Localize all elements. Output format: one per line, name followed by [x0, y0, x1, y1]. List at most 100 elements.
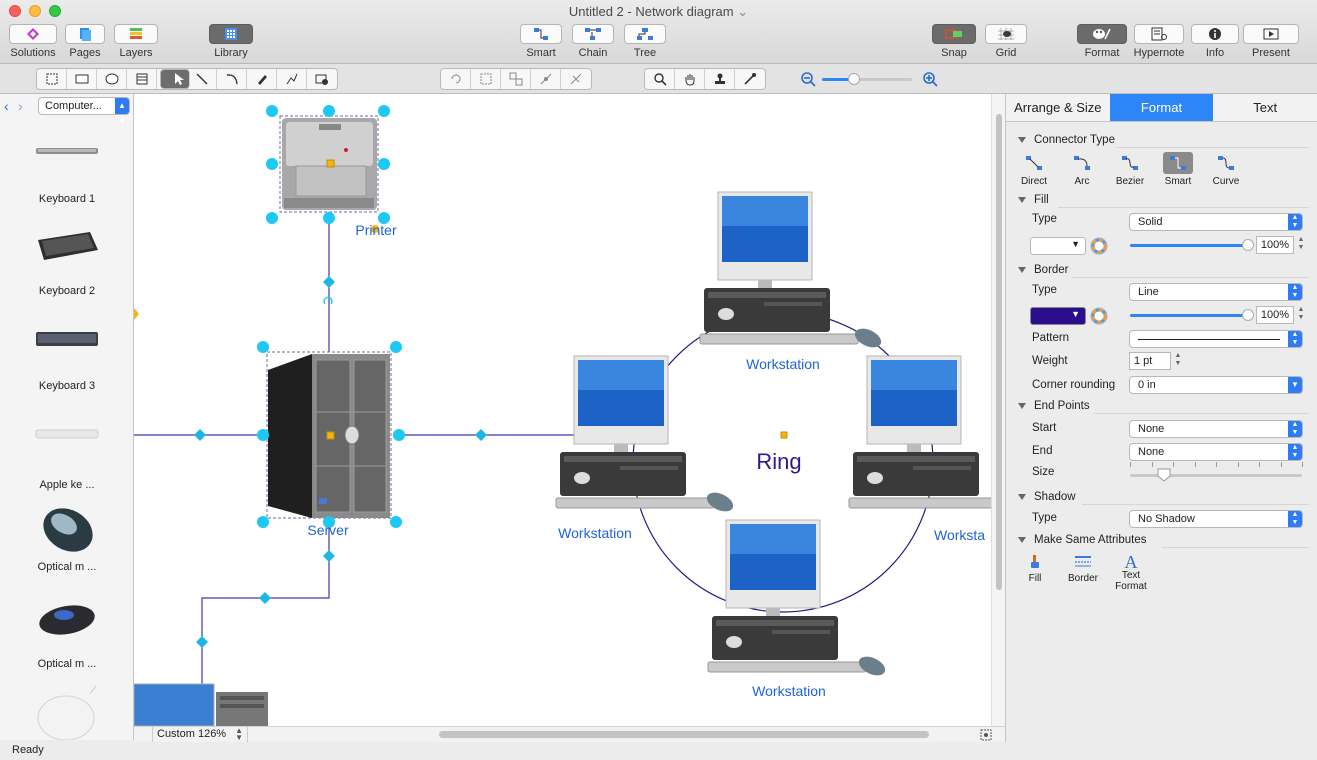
- border-section[interactable]: Border: [1018, 264, 1069, 276]
- layers-button[interactable]: Layers: [113, 24, 159, 62]
- text-box-tool[interactable]: [37, 69, 67, 89]
- library-item-keyboard-2[interactable]: Keyboard 2: [0, 226, 134, 297]
- connector-control-point[interactable]: [259, 592, 271, 604]
- server-computer-connector[interactable]: [202, 520, 329, 688]
- color-wheel-icon[interactable]: [1090, 237, 1108, 255]
- resize-handle[interactable]: [393, 429, 405, 441]
- select-tool[interactable]: [160, 69, 190, 89]
- zoom-tool[interactable]: [645, 69, 675, 89]
- workstation-right[interactable]: [849, 356, 991, 515]
- line-tool[interactable]: [187, 69, 217, 89]
- make-same-attributes-section[interactable]: Make Same Attributes: [1018, 534, 1147, 546]
- make-same-fill-button[interactable]: Fill: [1010, 554, 1060, 584]
- back-chevron-icon[interactable]: ‹: [4, 98, 18, 114]
- ellipse-tool[interactable]: [97, 69, 127, 89]
- diagram-canvas[interactable]: Printer Server Ring Workstation Workstat…: [134, 94, 991, 726]
- connector-control-point[interactable]: [194, 429, 206, 441]
- end-points-section[interactable]: End Points: [1018, 400, 1090, 412]
- connector-bezier-option[interactable]: Bezier: [1106, 152, 1154, 187]
- border-weight-stepper[interactable]: ▲▼: [1173, 352, 1183, 370]
- shadow-section[interactable]: Shadow: [1018, 491, 1076, 503]
- workstation-bottom-label[interactable]: Workstation: [739, 683, 839, 699]
- resize-handle[interactable]: [257, 516, 269, 528]
- pan-tool[interactable]: [675, 69, 705, 89]
- resize-handle[interactable]: [390, 516, 402, 528]
- resize-handle[interactable]: [266, 158, 278, 170]
- rotate-handle-icon[interactable]: [324, 297, 332, 304]
- resize-handle[interactable]: [378, 105, 390, 117]
- rotate-tool[interactable]: [441, 69, 471, 89]
- add-point-tool[interactable]: [531, 69, 561, 89]
- vertical-scroll-thumb[interactable]: [996, 114, 1002, 590]
- resize-handle[interactable]: [323, 212, 335, 224]
- connector-direct-option[interactable]: Direct: [1010, 152, 1058, 187]
- format-panel-button[interactable]: Format: [1076, 24, 1128, 62]
- chain-button[interactable]: Chain: [571, 24, 615, 62]
- library-item-optical-mouse-2[interactable]: Optical m ...: [0, 598, 134, 670]
- end-arrow-select[interactable]: None▲▼: [1129, 443, 1303, 461]
- connector-control-point[interactable]: [323, 550, 335, 562]
- library-item-apple-mouse[interactable]: [0, 684, 134, 743]
- zoom-slider-track[interactable]: [854, 78, 912, 81]
- workstation-left-label[interactable]: Workstation: [545, 525, 645, 541]
- workstation-right-label[interactable]: Worksta: [934, 527, 991, 543]
- resize-handle[interactable]: [257, 341, 269, 353]
- library-button[interactable]: Library: [208, 24, 254, 62]
- group-tool[interactable]: [471, 69, 501, 89]
- library-item-optical-mouse-1[interactable]: Optical m ...: [0, 504, 134, 573]
- solutions-button[interactable]: Solutions: [8, 24, 58, 62]
- workstation-bottom[interactable]: [708, 520, 888, 679]
- grid-button[interactable]: Grid: [984, 24, 1028, 62]
- smart-connector-button[interactable]: Smart: [519, 24, 563, 62]
- fill-type-select[interactable]: Solid▲▼: [1129, 213, 1303, 231]
- border-opacity-slider[interactable]: [1130, 314, 1248, 317]
- polyline-tool[interactable]: [277, 69, 307, 89]
- zoom-level-select[interactable]: Custom 126%▲▼: [152, 727, 248, 742]
- corner-rounding-select[interactable]: 0 in▼: [1129, 376, 1303, 394]
- zoom-in-icon[interactable]: [922, 71, 938, 87]
- fill-opacity-slider[interactable]: [1130, 244, 1248, 247]
- connector-endpoint-marker[interactable]: [134, 308, 139, 320]
- resize-handle[interactable]: [378, 158, 390, 170]
- size-slider-knob[interactable]: [1157, 468, 1171, 482]
- shadow-type-select[interactable]: No Shadow▲▼: [1129, 510, 1303, 528]
- library-category-select[interactable]: Computer...▲▼: [38, 97, 130, 115]
- fill-opacity-value[interactable]: 100%: [1256, 236, 1294, 254]
- border-color-well[interactable]: ▼: [1030, 307, 1086, 325]
- vertical-scrollbar[interactable]: [991, 94, 1005, 726]
- connector-control-point[interactable]: [196, 636, 208, 648]
- fill-section[interactable]: Fill: [1018, 194, 1049, 206]
- hypernote-panel-button[interactable]: Hypernote: [1130, 24, 1188, 62]
- connector-control-point[interactable]: [475, 429, 487, 441]
- server-label[interactable]: Server: [298, 522, 358, 538]
- border-type-select[interactable]: Line▲▼: [1129, 283, 1303, 301]
- border-opacity-value[interactable]: 100%: [1256, 306, 1294, 324]
- insert-image-tool[interactable]: [307, 69, 337, 89]
- start-arrow-select[interactable]: None▲▼: [1129, 420, 1303, 438]
- zoom-slider-knob[interactable]: [848, 73, 860, 85]
- partial-computer-device[interactable]: [134, 684, 268, 726]
- workstation-top[interactable]: [700, 192, 884, 351]
- border-opacity-knob[interactable]: [1242, 309, 1254, 321]
- workstation-top-label[interactable]: Workstation: [733, 356, 833, 372]
- library-item-keyboard-3[interactable]: Keyboard 3: [0, 328, 134, 392]
- tab-text[interactable]: Text: [1213, 94, 1317, 121]
- library-item-keyboard-1[interactable]: Keyboard 1: [0, 140, 134, 205]
- present-button[interactable]: Present: [1242, 24, 1300, 62]
- zoom-out-icon[interactable]: [800, 71, 816, 87]
- make-same-text-format-button[interactable]: A Text Format: [1106, 554, 1156, 592]
- library-item-apple-keyboard[interactable]: Apple ke ...: [0, 424, 134, 491]
- stamp-tool[interactable]: [705, 69, 735, 89]
- rectangle-tool[interactable]: [67, 69, 97, 89]
- table-tool[interactable]: [127, 69, 157, 89]
- connector-type-section[interactable]: Connector Type: [1018, 134, 1115, 146]
- arc-tool[interactable]: [217, 69, 247, 89]
- horizontal-scroll-thumb[interactable]: [439, 731, 929, 738]
- snap-button[interactable]: Snap: [931, 24, 977, 62]
- pages-button[interactable]: Pages: [64, 24, 106, 62]
- eyedropper-tool[interactable]: [735, 69, 765, 89]
- connector-control-point[interactable]: [323, 276, 335, 288]
- resize-handle[interactable]: [266, 212, 278, 224]
- size-slider-track[interactable]: [1130, 474, 1302, 477]
- resize-handle[interactable]: [390, 341, 402, 353]
